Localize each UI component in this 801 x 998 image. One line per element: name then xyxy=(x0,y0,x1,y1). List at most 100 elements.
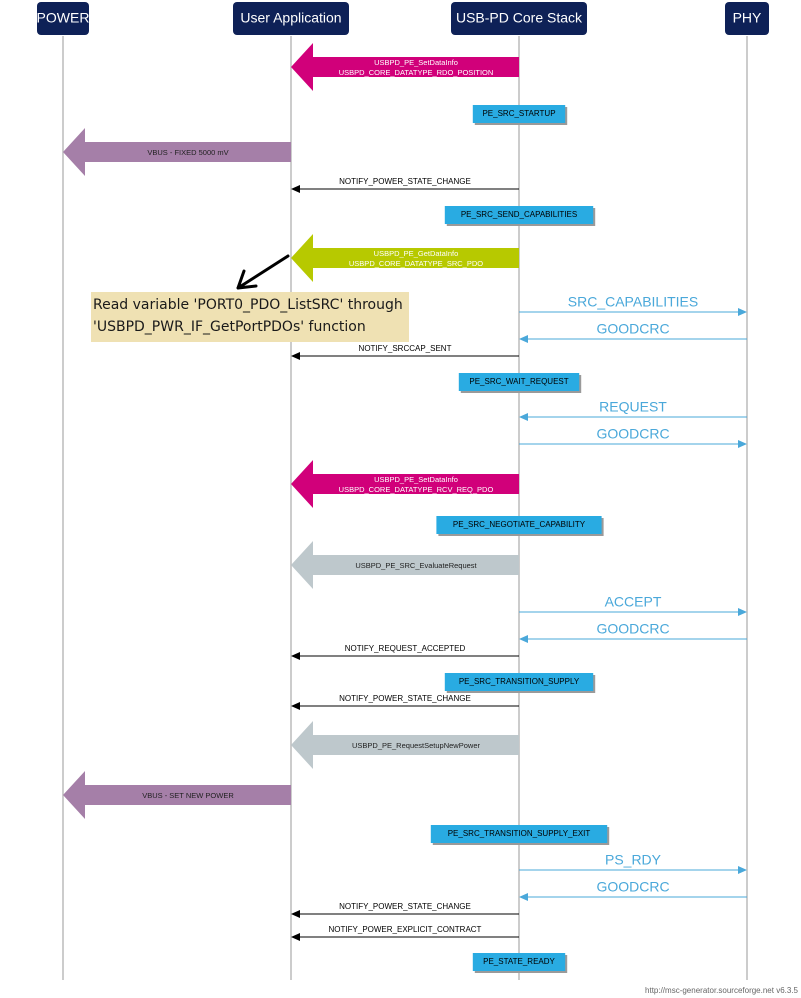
label-notify-power-state-change: NOTIFY_POWER_STATE_CHANGE xyxy=(339,902,471,911)
note-callout: Read variable 'PORT0_PDO_ListSRC' throug… xyxy=(91,292,409,342)
event-state: PE_SRC_TRANSITION_SUPPLY_EXIT xyxy=(430,825,610,845)
message-arrowhead xyxy=(738,440,747,448)
event-block: VBUS - FIXED 5000 mV xyxy=(63,128,291,176)
state-box xyxy=(472,953,566,971)
label-usbpd-core-datatype-rdo-position: USBPD_CORE_DATATYPE_RDO_POSITION xyxy=(339,68,494,77)
label-usbpd-pe-getdatainfo: USBPD_PE_GetDataInfo xyxy=(374,249,459,258)
label-usbpd-core-datatype-src-pdo: USBPD_CORE_DATATYPE_SRC_PDO xyxy=(349,259,483,268)
state-box xyxy=(472,105,566,123)
label-pe-src-wait-request: PE_SRC_WAIT_REQUEST xyxy=(469,377,568,386)
event-block: USBPD_PE_GetDataInfoUSBPD_CORE_DATATYPE_… xyxy=(291,234,519,282)
header-power xyxy=(37,2,89,35)
label-usbpd-pe-setdatainfo: USBPD_PE_SetDataInfo xyxy=(374,58,458,67)
event-block: USBPD_PE_SetDataInfoUSBPD_CORE_DATATYPE_… xyxy=(291,43,519,91)
message-arrowhead xyxy=(519,413,528,421)
event-block: USBPD_PE_RequestSetupNewPower xyxy=(291,721,519,769)
event-msg: GOODCRC xyxy=(519,621,747,643)
header-usb-pd-core-stack xyxy=(451,2,587,35)
label-power: POWER xyxy=(37,10,90,26)
label-vbus-set-new-power: VBUS - SET NEW POWER xyxy=(142,791,234,800)
event-msg: SRC_CAPABILITIES xyxy=(519,294,747,316)
message-arrowhead xyxy=(291,933,300,941)
message-arrowhead xyxy=(519,335,528,343)
event-msg: GOODCRC xyxy=(519,879,747,901)
event-msg: PS_RDY xyxy=(519,852,747,874)
generator-credit: http://msc-generator.sourceforge.net v6.… xyxy=(645,986,798,995)
label-notify-srccap-sent: NOTIFY_SRCCAP_SENT xyxy=(359,344,452,353)
label-pe-src-startup: PE_SRC_STARTUP xyxy=(482,109,555,118)
label-pe-src-transition-supply: PE_SRC_TRANSITION_SUPPLY xyxy=(459,677,580,686)
event-state: PE_SRC_NEGOTIATE_CAPABILITY xyxy=(436,516,604,536)
message-arrowhead xyxy=(738,866,747,874)
event-msg: NOTIFY_POWER_STATE_CHANGE xyxy=(291,694,519,710)
state-box xyxy=(444,673,594,691)
block-arrow-magenta xyxy=(291,460,519,508)
label-ps-rdy: PS_RDY xyxy=(605,852,662,868)
event-msg: GOODCRC xyxy=(519,426,747,448)
label-accept: ACCEPT xyxy=(605,594,662,610)
message-arrowhead xyxy=(519,893,528,901)
event-block: USBPD_PE_SRC_EvaluateRequest xyxy=(291,541,519,589)
label-usbpd-pe-src-evaluaterequest: USBPD_PE_SRC_EvaluateRequest xyxy=(355,561,477,570)
lifelines xyxy=(62,36,748,980)
event-msg: NOTIFY_REQUEST_ACCEPTED xyxy=(291,644,519,660)
block-arrow-green xyxy=(291,234,519,282)
event-block: VBUS - SET NEW POWER xyxy=(63,771,291,819)
label-usbpd-pe-requestsetupnewpower: USBPD_PE_RequestSetupNewPower xyxy=(352,741,480,750)
state-box xyxy=(436,516,602,534)
block-arrow-gray xyxy=(291,541,519,589)
label-vbus-fixed-5000-mv: VBUS - FIXED 5000 mV xyxy=(147,148,228,157)
label-src-capabilities: SRC_CAPABILITIES xyxy=(568,294,698,310)
message-arrowhead xyxy=(291,910,300,918)
label-usbpd-pe-setdatainfo: USBPD_PE_SetDataInfo xyxy=(374,475,458,484)
label-goodcrc: GOODCRC xyxy=(596,321,669,337)
label-notify-power-state-change: NOTIFY_POWER_STATE_CHANGE xyxy=(339,177,471,186)
label-usbpd-core-datatype-rcv-req-pdo: USBPD_CORE_DATATYPE_RCV_REQ_PDO xyxy=(339,485,494,494)
label-request: REQUEST xyxy=(599,399,667,415)
lifeline-headers: POWER User Application USB-PD Core Stack PH… xyxy=(37,2,769,35)
event-state: PE_SRC_STARTUP xyxy=(472,105,568,125)
block-arrow-gray xyxy=(291,721,519,769)
label-user-application: User Application xyxy=(240,10,341,26)
message-arrowhead xyxy=(291,185,300,193)
message-arrowhead xyxy=(291,702,300,710)
label-pe-src-send-capabilities: PE_SRC_SEND_CAPABILITIES xyxy=(461,210,577,219)
label-notify-power-explicit-contract: NOTIFY_POWER_EXPLICIT_CONTRACT xyxy=(329,925,482,934)
event-msg: GOODCRC xyxy=(519,321,747,343)
message-arrowhead xyxy=(291,652,300,660)
label-phy: PHY xyxy=(733,10,762,26)
label-pe-src-transition-supply-exit: PE_SRC_TRANSITION_SUPPLY_EXIT xyxy=(448,829,591,838)
note-line-1: Read variable 'PORT0_PDO_ListSRC' throug… xyxy=(93,297,403,313)
state-box xyxy=(430,825,608,843)
event-msg: NOTIFY_SRCCAP_SENT xyxy=(291,344,519,360)
event-msg: NOTIFY_POWER_STATE_CHANGE xyxy=(291,902,519,918)
message-arrowhead xyxy=(291,352,300,360)
event-state: PE_SRC_TRANSITION_SUPPLY xyxy=(444,673,596,693)
event-msg: REQUEST xyxy=(519,399,747,421)
events: USBPD_PE_SetDataInfoUSBPD_CORE_DATATYPE_… xyxy=(63,43,747,973)
block-arrow-purple xyxy=(63,771,291,819)
label-pe-src-negotiate-capability: PE_SRC_NEGOTIATE_CAPABILITY xyxy=(453,520,586,529)
label-notify-power-state-change: NOTIFY_POWER_STATE_CHANGE xyxy=(339,694,471,703)
label-goodcrc: GOODCRC xyxy=(596,426,669,442)
event-msg: NOTIFY_POWER_EXPLICIT_CONTRACT xyxy=(291,925,519,941)
header-user-application xyxy=(233,2,349,35)
block-arrow-purple xyxy=(63,128,291,176)
label-notify-request-accepted: NOTIFY_REQUEST_ACCEPTED xyxy=(345,644,466,653)
event-block: USBPD_PE_SetDataInfoUSBPD_CORE_DATATYPE_… xyxy=(291,460,519,508)
event-state: PE_STATE_READY xyxy=(472,953,568,973)
message-arrowhead xyxy=(738,308,747,316)
event-msg: ACCEPT xyxy=(519,594,747,616)
label-goodcrc: GOODCRC xyxy=(596,879,669,895)
label-goodcrc: GOODCRC xyxy=(596,621,669,637)
event-msg: NOTIFY_POWER_STATE_CHANGE xyxy=(291,177,519,193)
event-state: PE_SRC_SEND_CAPABILITIES xyxy=(444,206,596,226)
header-phy xyxy=(725,2,769,35)
pointer-arrow xyxy=(236,254,290,290)
block-arrow-magenta xyxy=(291,43,519,91)
label-usb-pd-core-stack: USB-PD Core Stack xyxy=(456,10,583,26)
label-pe-state-ready: PE_STATE_READY xyxy=(483,957,555,966)
event-state: PE_SRC_WAIT_REQUEST xyxy=(458,373,582,393)
message-arrowhead xyxy=(738,608,747,616)
